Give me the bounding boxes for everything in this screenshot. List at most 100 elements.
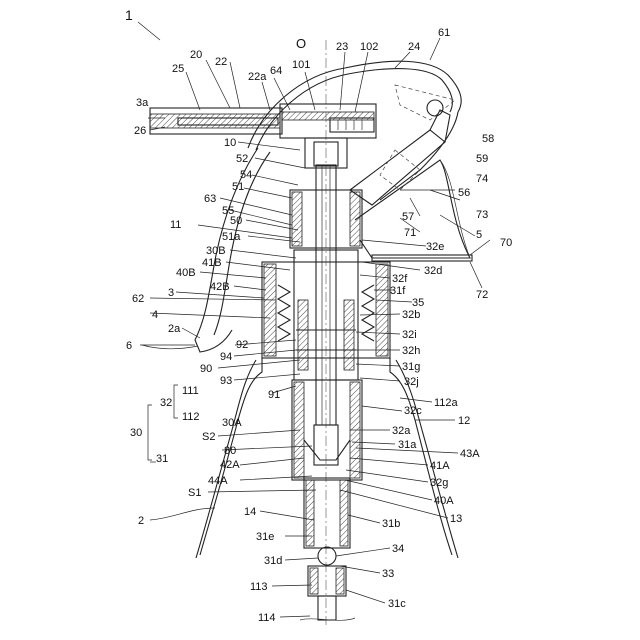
ref-label-63: 63 <box>204 193 216 205</box>
ref-label-2: 2 <box>138 515 144 527</box>
leader-line <box>345 480 432 500</box>
ref-label-32b: 32b <box>402 309 420 321</box>
dip-tube <box>318 596 336 620</box>
ref-label-25: 25 <box>172 63 184 75</box>
ref-label-23: 23 <box>336 41 348 53</box>
ref-label-94: 94 <box>220 351 232 363</box>
ref-label-32h: 32h <box>402 345 420 357</box>
ref-label-41a: 41A <box>430 460 450 472</box>
axis-label: O <box>296 36 306 51</box>
leader-line <box>238 142 300 150</box>
leader-line <box>150 313 270 318</box>
ref-label-72: 72 <box>476 289 488 301</box>
ref-label-113: 113 <box>250 581 268 593</box>
ball-valve <box>318 547 336 565</box>
ref-label-74: 74 <box>476 173 488 185</box>
leader-2 <box>150 508 215 520</box>
hidden-lever-part <box>395 85 455 120</box>
figure-number: 1 <box>125 7 133 23</box>
ref-label-57: 57 <box>402 211 414 223</box>
leader-line <box>470 262 482 288</box>
ref-label-32d: 32d <box>424 265 442 277</box>
ref-label-32e: 32e <box>426 241 444 253</box>
ref-label-34: 34 <box>392 543 404 555</box>
head-hatch <box>282 112 374 120</box>
inner-hatch-l <box>298 300 308 370</box>
ref-label-35: 35 <box>412 297 424 309</box>
bracket-32 <box>174 385 178 418</box>
ref-label-80: 80 <box>224 445 236 457</box>
trigger-lever-upper <box>350 130 445 205</box>
ref-label-31e: 31e <box>256 531 274 543</box>
ref-label-92: 92 <box>236 339 248 351</box>
leader-line <box>182 328 200 338</box>
leader-line <box>244 188 292 198</box>
ref-label-112a: 112a <box>434 397 459 409</box>
ref-label-91: 91 <box>268 389 280 401</box>
leader-6 <box>142 345 198 349</box>
ref-label-s1: S1 <box>188 487 201 499</box>
ref-label-54: 54 <box>240 169 252 181</box>
ref-label-32a: 32a <box>392 425 411 437</box>
ref-label-62: 62 <box>132 293 144 305</box>
inner-hatch-r <box>344 300 354 370</box>
ref-label-51a: 51a <box>222 231 241 243</box>
ref-label-52: 52 <box>236 153 248 165</box>
check-valve-seat <box>304 440 350 460</box>
ref-label-32f: 32f <box>392 273 408 285</box>
ref-label-101: 101 <box>292 59 310 71</box>
ref-label-114: 114 <box>258 612 276 624</box>
ref-label-14: 14 <box>244 506 256 518</box>
ref-label-32c: 32c <box>404 405 422 417</box>
ref-label-32g: 32g <box>430 477 448 489</box>
tube-wall-r <box>340 480 348 546</box>
ref-label-10: 10 <box>224 137 236 149</box>
ref-label-40b: 40B <box>176 267 196 279</box>
leader-line <box>340 52 345 110</box>
bracket-30 <box>148 405 152 460</box>
ref-label-43a: 43A <box>460 448 480 460</box>
leader-line <box>226 262 290 270</box>
leader-line <box>234 286 266 290</box>
leader-line <box>252 175 298 185</box>
leader-line <box>218 430 300 436</box>
leader-line <box>348 515 380 523</box>
ref-label-111: 111 <box>182 385 199 397</box>
ref-label-112: 112 <box>182 411 200 423</box>
ref-label-22: 22 <box>215 56 227 68</box>
leader-line <box>340 490 448 518</box>
leader-line <box>440 215 475 236</box>
ref-label-56: 56 <box>458 187 470 199</box>
ref-label-2a: 2a <box>168 323 181 335</box>
ref-label-12: 12 <box>458 415 470 427</box>
ref-label-31d: 31d <box>264 555 282 567</box>
ref-label-41b: 41B <box>202 257 222 269</box>
bottle-right-outer <box>396 360 458 558</box>
ref-label-s2: S2 <box>202 431 215 443</box>
ref-label-31a: 31a <box>398 439 417 451</box>
leader-line <box>362 240 426 246</box>
ref-label-71: 71 <box>404 227 416 239</box>
ref-label-6: 6 <box>126 340 132 352</box>
ref-label-30b: 30B <box>206 245 226 257</box>
leader-line <box>400 398 432 402</box>
leader-line <box>262 82 270 110</box>
ref-label-26: 26 <box>134 125 146 137</box>
leader-line <box>430 38 440 60</box>
ref-label-59: 59 <box>476 153 488 165</box>
ref-label-31c: 31c <box>388 598 406 610</box>
trigger-lever <box>355 160 470 258</box>
break-line <box>300 618 355 620</box>
ref-label-13: 13 <box>450 513 462 525</box>
valve-ribs <box>338 120 362 130</box>
hidden-spring <box>380 150 420 190</box>
leader-line <box>356 364 400 366</box>
ref-label-31: 31 <box>156 453 168 465</box>
nozzle-body <box>150 114 280 128</box>
ref-label-31g: 31g <box>402 361 420 373</box>
leader-line <box>346 590 385 603</box>
ref-label-64: 64 <box>270 65 282 77</box>
ref-label-102: 102 <box>360 41 378 53</box>
